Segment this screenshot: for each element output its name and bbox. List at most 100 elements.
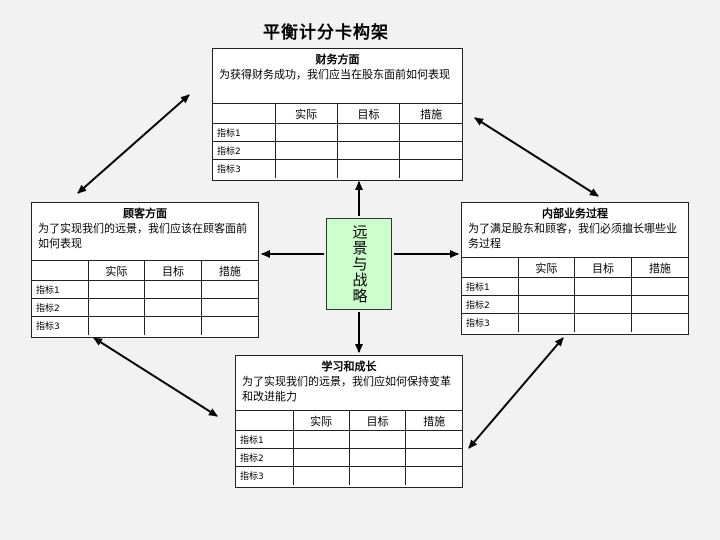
table-row: 指标1 xyxy=(462,277,688,296)
row-label: 指标2 xyxy=(236,448,294,467)
table-cell xyxy=(292,466,350,485)
row-label: 指标1 xyxy=(236,430,294,449)
learning-table: 实际目标措施 指标1 指标2 指标3 xyxy=(236,410,462,485)
table-cell xyxy=(336,141,401,160)
header-actual: 实际 xyxy=(292,410,350,431)
page-title: 平衡计分卡构架 xyxy=(263,23,389,43)
table-row: 指标2 xyxy=(32,298,258,317)
table-header-row: 实际目标措施 xyxy=(462,257,688,278)
arrow-customer-finance xyxy=(77,94,190,194)
table-header-row: 实际目标措施 xyxy=(32,260,258,281)
table-row: 指标3 xyxy=(236,466,462,485)
table-cell xyxy=(630,295,688,314)
table-cell xyxy=(274,141,338,160)
table-row: 指标1 xyxy=(32,280,258,299)
table-cell xyxy=(87,298,146,317)
table-header-row: 实际目标措施 xyxy=(236,410,462,431)
table-cell xyxy=(292,430,350,449)
row-label: 指标2 xyxy=(462,295,519,314)
internal-table: 实际目标措施 指标1 指标2 指标3 xyxy=(462,257,688,332)
table-row: 指标3 xyxy=(32,316,258,335)
table-cell xyxy=(574,313,632,332)
table-cell xyxy=(574,295,632,314)
customer-desc: 为了实现我们的远景，我们应该在顾客面前如何表现 xyxy=(38,222,247,250)
table-cell xyxy=(517,313,576,332)
learning-box: 学习和成长 为了实现我们的远景，我们应如何保持变革和改进能力 实际目标措施 指标… xyxy=(235,355,463,488)
table-cell xyxy=(348,448,407,467)
row-label: 指标2 xyxy=(32,298,89,317)
header-measures: 措施 xyxy=(630,257,688,278)
table-cell xyxy=(87,316,146,335)
arrow-finance-internal xyxy=(474,117,599,197)
table-row: 指标2 xyxy=(236,448,462,467)
table-header-row: 实际目标措施 xyxy=(213,103,462,124)
table-row: 指标2 xyxy=(462,295,688,314)
header-measures: 措施 xyxy=(405,410,462,431)
header-actual: 实际 xyxy=(274,103,338,124)
table-cell xyxy=(274,159,338,178)
header-target: 目标 xyxy=(336,103,401,124)
table-cell xyxy=(144,298,202,317)
corner-cell xyxy=(213,103,276,124)
table-cell xyxy=(274,123,338,142)
table-row: 指标3 xyxy=(213,159,462,178)
customer-table: 实际目标措施 指标1 指标2 指标3 xyxy=(32,260,258,335)
table-row: 指标3 xyxy=(462,313,688,332)
row-label: 指标3 xyxy=(462,313,519,332)
customer-box: 顾客方面 为了实现我们的远景，我们应该在顾客面前如何表现 实际目标措施 指标1 … xyxy=(31,202,259,338)
table-cell xyxy=(630,313,688,332)
table-cell xyxy=(517,277,576,296)
table-cell xyxy=(87,280,146,299)
row-label: 指标3 xyxy=(32,316,89,335)
table-cell xyxy=(144,316,202,335)
table-cell xyxy=(574,277,632,296)
internal-box: 内部业务过程 为了满足股东和顾客，我们必须擅长哪些业务过程 实际目标措施 指标1… xyxy=(461,202,689,335)
learning-title: 学习和成长 xyxy=(321,360,377,373)
table-cell xyxy=(200,280,258,299)
row-label: 指标1 xyxy=(462,277,519,296)
table-cell xyxy=(200,316,258,335)
finance-table: 实际目标措施 指标1 指标2 指标3 xyxy=(213,103,462,178)
table-cell xyxy=(630,277,688,296)
row-label: 指标1 xyxy=(32,280,89,299)
header-measures: 措施 xyxy=(399,103,462,124)
learning-desc: 为了实现我们的远景，我们应如何保持变革和改进能力 xyxy=(242,375,451,403)
header-measures: 措施 xyxy=(200,260,258,281)
table-cell xyxy=(517,295,576,314)
table-cell xyxy=(144,280,202,299)
arrow-customer-learning xyxy=(93,337,218,417)
table-cell xyxy=(348,430,407,449)
table-row: 指标1 xyxy=(213,123,462,142)
corner-cell xyxy=(32,260,89,281)
row-label: 指标3 xyxy=(236,466,294,485)
header-target: 目标 xyxy=(144,260,202,281)
finance-box: 财务方面 为获得财务成功，我们应当在股东面前如何表现 实际目标措施 指标1 指标… xyxy=(212,48,463,181)
table-cell xyxy=(336,159,401,178)
table-cell xyxy=(399,123,462,142)
row-label: 指标3 xyxy=(213,159,276,178)
arrow-learning-internal xyxy=(468,337,564,449)
table-cell xyxy=(405,430,462,449)
table-cell xyxy=(405,448,462,467)
header-actual: 实际 xyxy=(87,260,146,281)
internal-desc: 为了满足股东和顾客，我们必须擅长哪些业务过程 xyxy=(468,222,677,250)
table-cell xyxy=(200,298,258,317)
table-cell xyxy=(399,141,462,160)
corner-cell xyxy=(462,257,519,278)
row-label: 指标2 xyxy=(213,141,276,160)
table-cell xyxy=(292,448,350,467)
table-row: 指标1 xyxy=(236,430,462,449)
corner-cell xyxy=(236,410,294,431)
internal-title: 内部业务过程 xyxy=(542,207,608,220)
table-cell xyxy=(336,123,401,142)
vision-strategy-label: 远景与战略 xyxy=(350,224,369,304)
finance-desc: 为获得财务成功，我们应当在股东面前如何表现 xyxy=(219,68,450,81)
table-cell xyxy=(405,466,462,485)
table-row: 指标2 xyxy=(213,141,462,160)
table-cell xyxy=(399,159,462,178)
table-cell xyxy=(348,466,407,485)
vision-strategy-box: 远景与战略 xyxy=(326,218,392,310)
header-actual: 实际 xyxy=(517,257,576,278)
customer-title: 顾客方面 xyxy=(123,207,167,220)
